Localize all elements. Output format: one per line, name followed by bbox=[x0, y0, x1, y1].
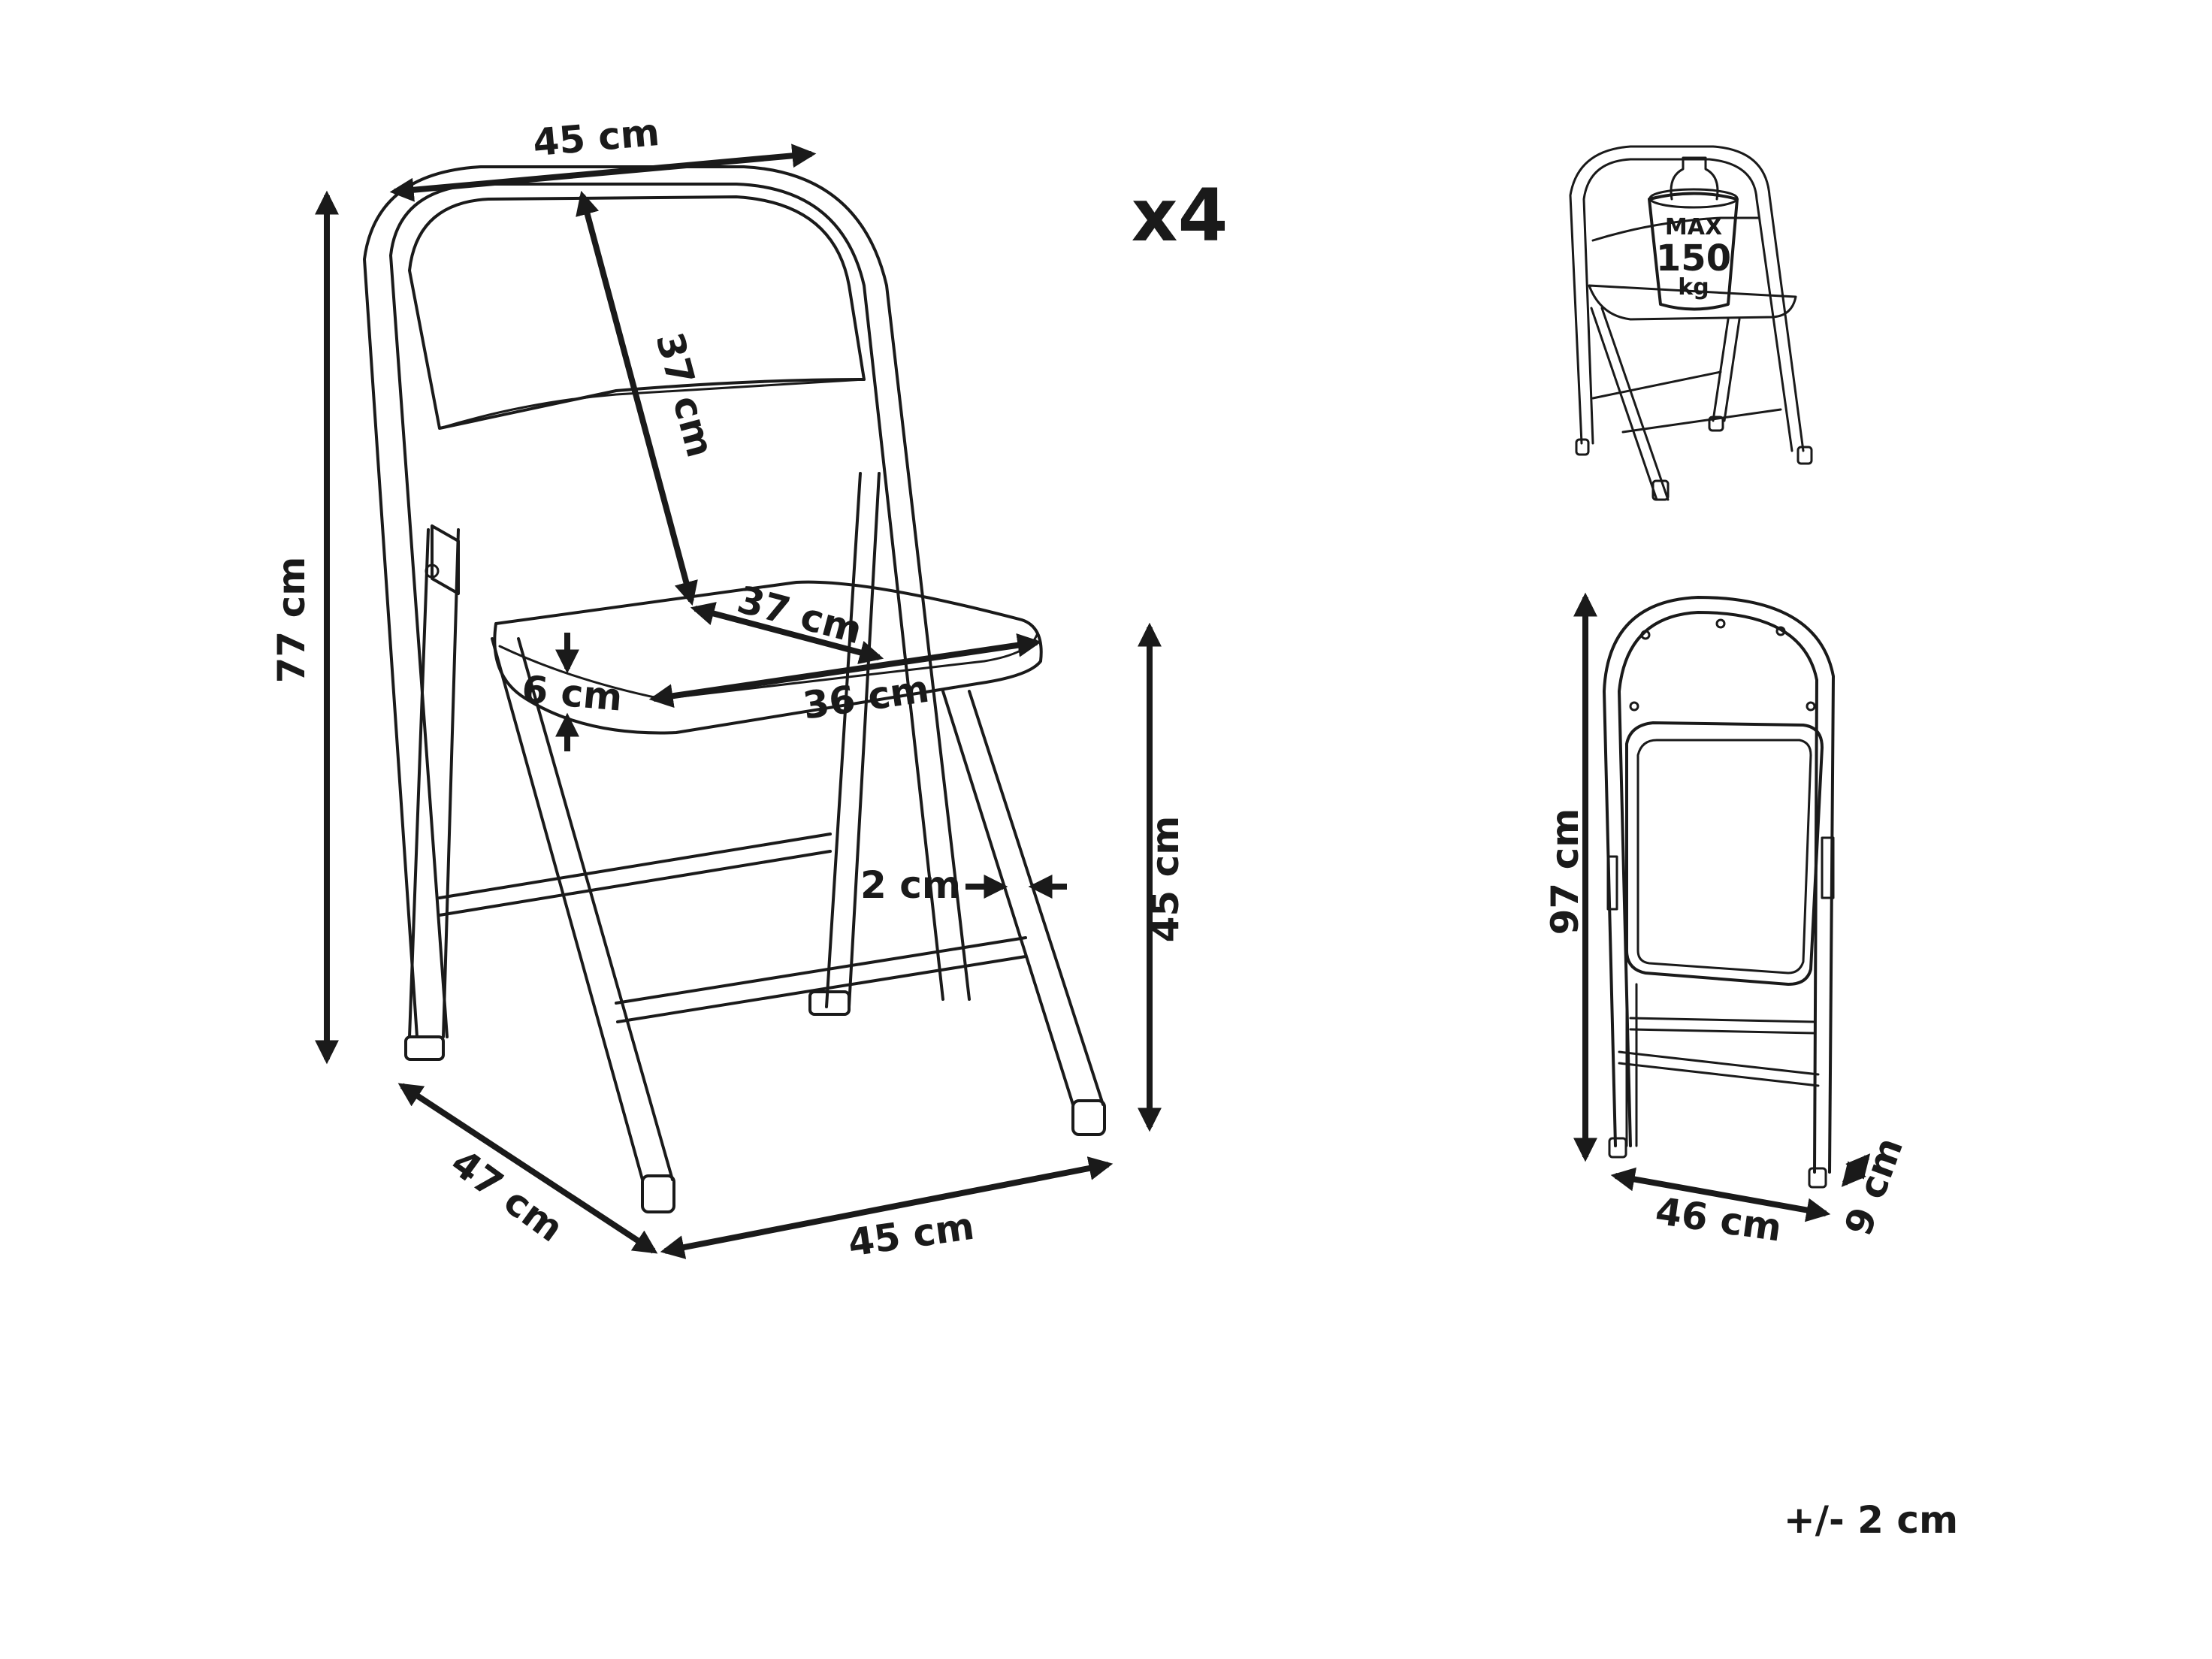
seat-height-label: 45 cm bbox=[1144, 816, 1187, 943]
top-width-label: 45 cm bbox=[531, 110, 661, 165]
tolerance-label: +/- 2 cm bbox=[1784, 1498, 1958, 1542]
folded-height-label: 97 cm bbox=[1543, 808, 1587, 935]
load-max-label: MAX bbox=[1665, 214, 1722, 240]
seat-depth-label: 37 cm bbox=[733, 578, 866, 653]
folded-depth-label: 9 cm bbox=[1836, 1132, 1911, 1241]
folded-chair-drawing bbox=[1603, 596, 1835, 1189]
height-label: 77 cm bbox=[270, 557, 313, 684]
quantity-label: x4 bbox=[1132, 174, 1228, 258]
folded-width-label: 46 cm bbox=[1653, 1189, 1784, 1250]
load-value-label: 150 bbox=[1656, 237, 1731, 280]
backrest-height-label: 37 cm bbox=[648, 328, 723, 462]
folded-dimension-lines bbox=[1573, 592, 1871, 1222]
main-dimension-lines bbox=[315, 144, 1162, 1259]
load-unit-label: kg bbox=[1678, 274, 1709, 301]
load-chair-drawing bbox=[1569, 145, 1813, 501]
seat-thickness-label: 6 cm bbox=[520, 667, 624, 719]
weight-icon bbox=[1648, 192, 1739, 311]
tube-label: 2 cm bbox=[860, 863, 961, 907]
